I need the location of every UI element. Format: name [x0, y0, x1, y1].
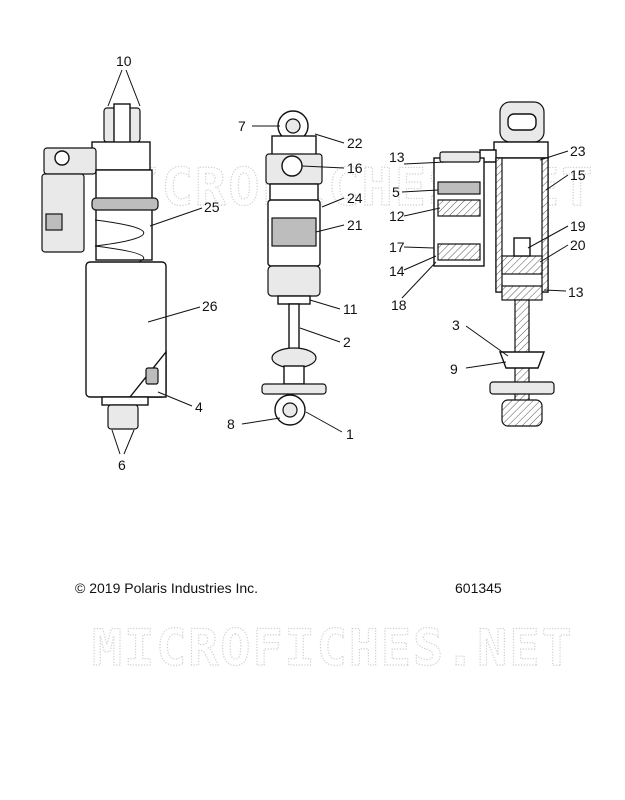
- leader-lines: [107, 69, 569, 455]
- callout-19: 19: [570, 218, 586, 234]
- callout-4: 4: [195, 399, 203, 415]
- callout-25: 25: [204, 199, 220, 215]
- callout-3: 3: [452, 317, 460, 333]
- callout-20: 20: [570, 237, 586, 253]
- callout-21: 21: [347, 217, 363, 233]
- callout-10: 10: [116, 53, 132, 69]
- left-shock-assembly: [41, 103, 167, 430]
- callout-23: 23: [570, 143, 586, 159]
- callout-16: 16: [347, 160, 363, 176]
- callout-5: 5: [392, 184, 400, 200]
- callout-18: 18: [391, 297, 407, 313]
- callout-7: 7: [238, 118, 246, 134]
- callout-9: 9: [450, 361, 458, 377]
- callout-labels: 10 6 25 26 4 7 22 16 24 21 11 2 8 1 13 5…: [116, 53, 586, 473]
- callout-17: 17: [389, 239, 405, 255]
- diagram-number: 601345: [455, 580, 502, 596]
- copyright-text: © 2019 Polaris Industries Inc.: [75, 580, 259, 596]
- callout-1: 1: [346, 426, 354, 442]
- right-shock-cutaway: [433, 101, 555, 427]
- callout-14: 14: [389, 263, 405, 279]
- callout-11: 11: [343, 301, 358, 317]
- callout-26: 26: [202, 298, 218, 314]
- callout-24: 24: [347, 190, 363, 206]
- watermark-bottom: MICROFICHES.NET: [92, 619, 574, 677]
- callout-13-upper: 13: [389, 149, 405, 165]
- callout-13-lower: 13: [568, 284, 584, 300]
- callout-6: 6: [118, 457, 126, 473]
- callout-12: 12: [389, 208, 405, 224]
- callout-15: 15: [570, 167, 586, 183]
- callout-2: 2: [343, 334, 351, 350]
- callout-22: 22: [347, 135, 363, 151]
- callout-8: 8: [227, 416, 235, 432]
- center-shock-assembly: [261, 110, 327, 426]
